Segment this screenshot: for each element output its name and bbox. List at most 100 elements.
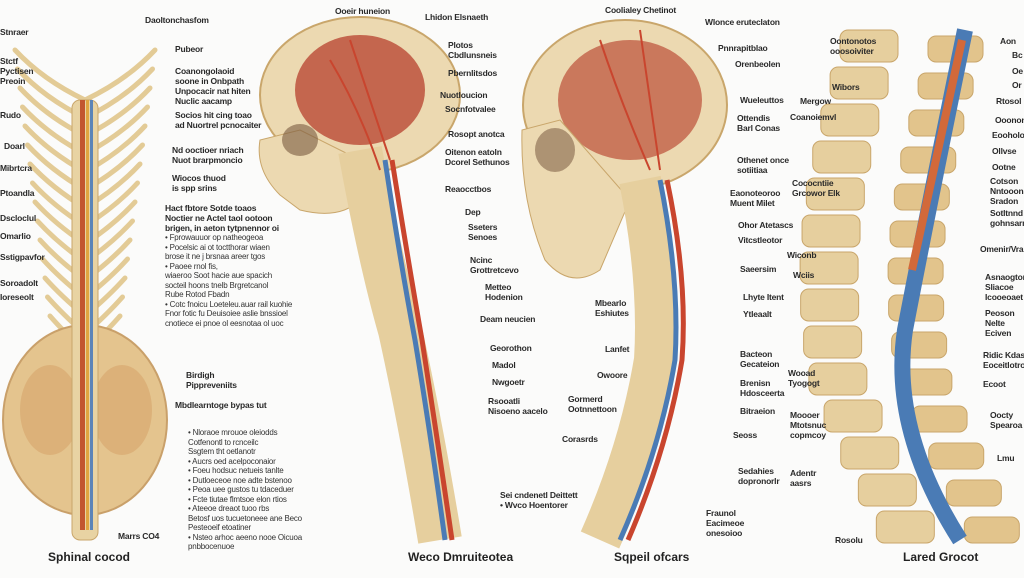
label: Peoson Nelte Eciven <box>985 308 1015 338</box>
vertebral-body <box>875 510 935 544</box>
label: Gormerd Ootnnettoon <box>568 394 617 414</box>
label: Nd ooctioer nriach Nuot brarpmoncio <box>172 145 244 165</box>
spinous-process <box>963 516 1020 544</box>
label: Omenir/Vra <box>980 244 1024 254</box>
label: Rtosol <box>996 96 1022 106</box>
label: Rosopt anotca <box>448 129 505 139</box>
label: Wibors <box>832 82 860 92</box>
vertebral-body <box>812 140 872 174</box>
label: Fraunol Eacimeoe onesoioo <box>706 508 745 538</box>
label: Ytleaalt <box>743 309 772 319</box>
label: Marrs CO4 <box>118 531 160 541</box>
label: Ohor Atetascs <box>738 220 794 230</box>
caption-spinal-cord: Sphinal cocod <box>48 550 131 564</box>
label: Or <box>1012 80 1022 90</box>
label: Dep <box>465 207 481 217</box>
spinous-process <box>928 442 985 470</box>
label: Rsooatli Nisoeno aacelo <box>488 396 548 416</box>
label: Sedahies dopronorlr <box>738 466 780 486</box>
paragraph: • Nloraoe mrouoe oleiodds Cotfenontl to … <box>188 428 303 551</box>
label: Oontonotos ooosoiviter <box>830 36 877 56</box>
label: Socios hit cing toao ad Nuortrel pcnocai… <box>175 110 262 130</box>
label: Reaocctbos <box>445 184 492 194</box>
label: Seoss <box>733 430 758 440</box>
label: Moooer Mtotsnuc copmcoy <box>790 410 827 440</box>
vertebral-body <box>800 288 860 322</box>
label: Mibrtcra <box>0 163 32 173</box>
rib-bone <box>12 47 88 103</box>
label: Corasrds <box>562 434 598 444</box>
label: Asnaogtor Sliacoe Icooeoaet <box>985 272 1024 302</box>
spinous-process <box>945 479 1002 507</box>
label: Cococntiie Grcowor Elk <box>792 178 840 198</box>
label: Sstigpavfor <box>0 252 45 262</box>
label: Ottendis Barl Conas <box>737 113 780 133</box>
rib-bone <box>82 47 158 103</box>
spinal-column-illustration <box>2 47 168 541</box>
label: Wiocos thuod is spp srins <box>172 173 226 193</box>
label: Cotson Nntooons Sradon <box>990 176 1024 206</box>
label: Lmu <box>997 453 1015 463</box>
vertebral-body <box>823 399 883 433</box>
label: Daoltonchasfom <box>145 15 209 25</box>
label: Sotltnnd gohnsarm <box>990 208 1024 228</box>
vertebral-body <box>839 29 899 63</box>
label: Lhidon Elsnaeth <box>425 12 489 22</box>
skull-illustration-1 <box>258 16 462 544</box>
vertebral-body <box>801 214 861 248</box>
label: Ollvse <box>992 146 1017 156</box>
caption-lateral: Lared Grocot <box>903 550 979 564</box>
label: Dscloclul <box>0 213 36 223</box>
label: Sei cndenetl Deittett • Wvco Hoentorer <box>500 490 578 510</box>
label: Coanongolaoid soone in Onbpath Unpocacir… <box>175 66 251 106</box>
label: Ptoandla <box>0 188 35 198</box>
label: Sseters Senoes <box>468 222 498 242</box>
label: Ridic Kdas Eoceitlotro <box>983 350 1024 370</box>
label: Ooeir huneion <box>335 6 391 16</box>
lateral-spine-illustration <box>799 28 1020 545</box>
label: Ootne <box>992 162 1016 172</box>
paragraph: • Fprowauuor op natheogeoa • Pocelsic ai… <box>165 233 293 328</box>
label: Mbdlearntoge bypas tut <box>175 400 267 410</box>
label: Oocty Spearoa <box>990 410 1023 430</box>
label: Coanoiemvl <box>790 112 837 122</box>
vertebral-body <box>805 177 865 211</box>
label: Owoore <box>597 370 628 380</box>
label: Birdigh Pippreveniits <box>186 370 237 390</box>
label: Wooad Tyogogt <box>788 368 820 388</box>
label: Pubeor <box>175 44 204 54</box>
label: Othenet once sotiitiaa <box>737 155 789 175</box>
label: Pbernlitsdos <box>448 68 498 78</box>
label: Bacteon Gecateion <box>740 349 780 369</box>
label: Nuotloucion <box>440 90 488 100</box>
label: Stctf Pyctisen Preoin <box>0 56 34 86</box>
label: Wiconb <box>787 250 817 260</box>
label: Mergow <box>800 96 831 106</box>
label: Mbearlo Eshiutes <box>595 298 629 318</box>
label: Adentr aasrs <box>790 468 817 488</box>
label: Lanfet <box>605 344 630 354</box>
caption-panel-2: Weco Dmruiteotea <box>408 550 514 564</box>
label: Nwgoetr <box>492 377 525 387</box>
label: Bitraeion <box>740 406 776 416</box>
label: Saeersim <box>740 264 777 274</box>
skull-illustration-2 <box>521 19 728 549</box>
label: Oitenon eatoln Dcorel Sethunos <box>445 147 510 167</box>
label: Pnnrapitblao <box>718 43 768 53</box>
label: Rosolu <box>835 535 863 545</box>
label: Ecoot <box>983 379 1006 389</box>
label: Oe <box>1012 66 1023 76</box>
label: Ncinc Grottretcevo <box>470 255 519 275</box>
label: Omarlio <box>0 231 31 241</box>
label: Ioreseolt <box>0 292 34 302</box>
label: Coolialey Chetinot <box>605 5 677 15</box>
label: Soroadolt <box>0 278 38 288</box>
label: Deam neucien <box>480 314 536 324</box>
vertebral-body <box>799 251 859 285</box>
label: Plotos Cbdlunsneis <box>448 40 497 60</box>
label: Aon <box>1000 36 1016 46</box>
label: Vitcstleotor <box>738 235 783 245</box>
label: Orenbeolen <box>735 59 781 69</box>
spinous-process <box>911 405 968 433</box>
